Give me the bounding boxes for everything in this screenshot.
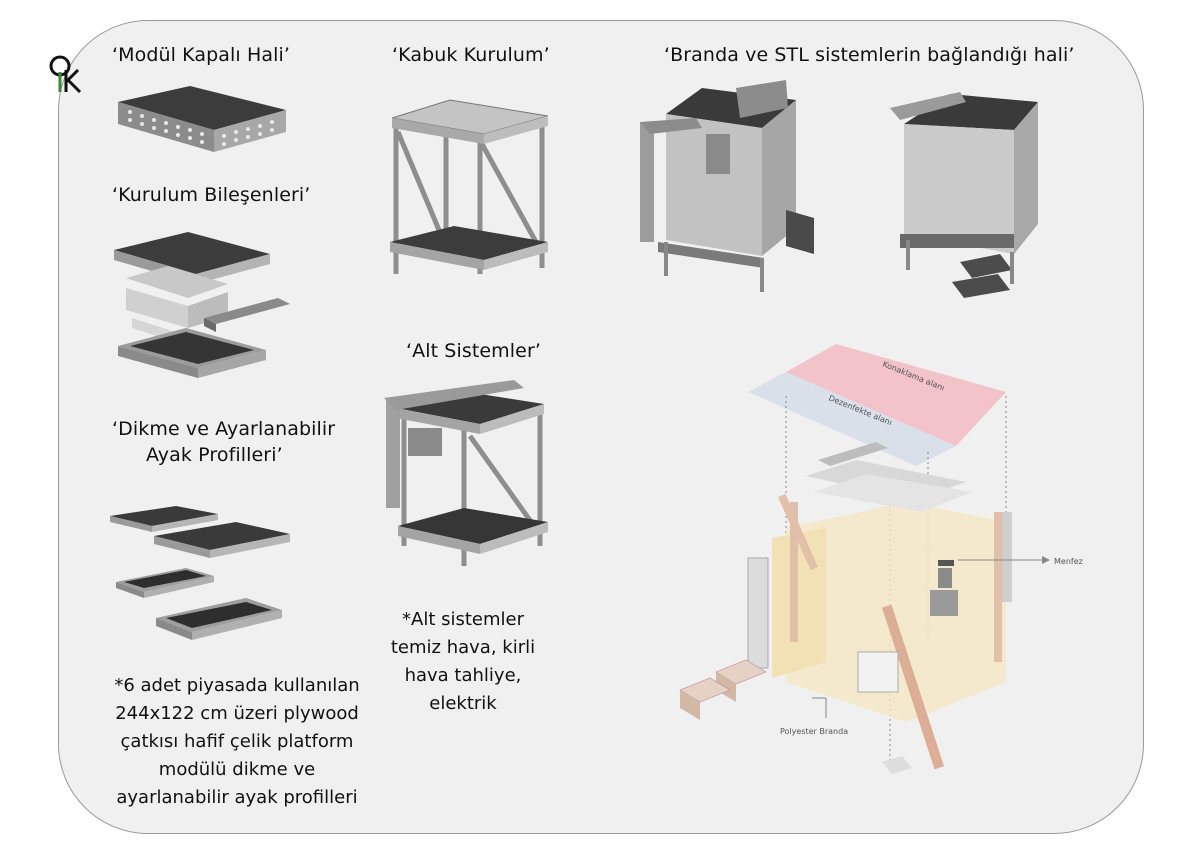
label-polyester-branda: Polyester Branda xyxy=(780,727,848,736)
note-left-line: ayarlanabilir ayak profilleri xyxy=(116,787,358,808)
note-middle-line: temiz hava, kirli xyxy=(390,637,536,658)
note-left-line: 244x122 cm üzeri plywood xyxy=(115,703,359,724)
dezenfekte-area xyxy=(748,372,956,466)
note-left-line: *6 adet piyasada kullanılan xyxy=(114,675,360,696)
note-middle-line: hava tahliye, xyxy=(404,665,522,686)
label-menfez: Menfez xyxy=(1054,557,1083,566)
konaklama-area xyxy=(786,344,1006,446)
profiles-illustration xyxy=(110,506,290,640)
exploded-diagram: Konaklama alanı Dezenfekte alanı Menfez … xyxy=(679,344,1083,774)
branda-module-front-illustration xyxy=(640,80,814,292)
note-left: *6 adet piyasada kullanılan 244x122 cm ü… xyxy=(102,672,372,812)
note-left-line: modülü dikme ve xyxy=(158,759,316,780)
shell-frame-illustration xyxy=(390,99,549,274)
title-modul-kapali: ‘Modül Kapalı Hali’ xyxy=(112,44,290,66)
title-dikme-line2: Ayak Profilleri’ xyxy=(146,444,283,466)
note-middle-line: *Alt sistemler xyxy=(402,609,524,630)
components-exploded-illustration xyxy=(114,232,290,378)
module-closed-illustration xyxy=(118,86,286,152)
title-kurulum-bilesenleri: ‘Kurulum Bileşenleri’ xyxy=(112,184,311,206)
title-branda-stl: ‘Branda ve STL sistemlerin bağlandığı ha… xyxy=(664,44,1075,66)
title-dikme-line1: ‘Dikme ve Ayarlanabilir xyxy=(112,418,336,440)
title-alt-sistemler: ‘Alt Sistemler’ xyxy=(406,340,542,362)
note-middle-line: elektrik xyxy=(429,693,497,714)
subsystems-illustration xyxy=(384,380,548,566)
logo xyxy=(46,52,86,96)
title-kabuk-kurulum: ‘Kabuk Kurulum’ xyxy=(392,44,550,66)
note-left-line: çatkısı hafif çelik platform xyxy=(120,731,354,752)
note-middle: *Alt sistemler temiz hava, kirli hava ta… xyxy=(388,606,538,718)
branda-module-back-illustration xyxy=(890,92,1038,298)
